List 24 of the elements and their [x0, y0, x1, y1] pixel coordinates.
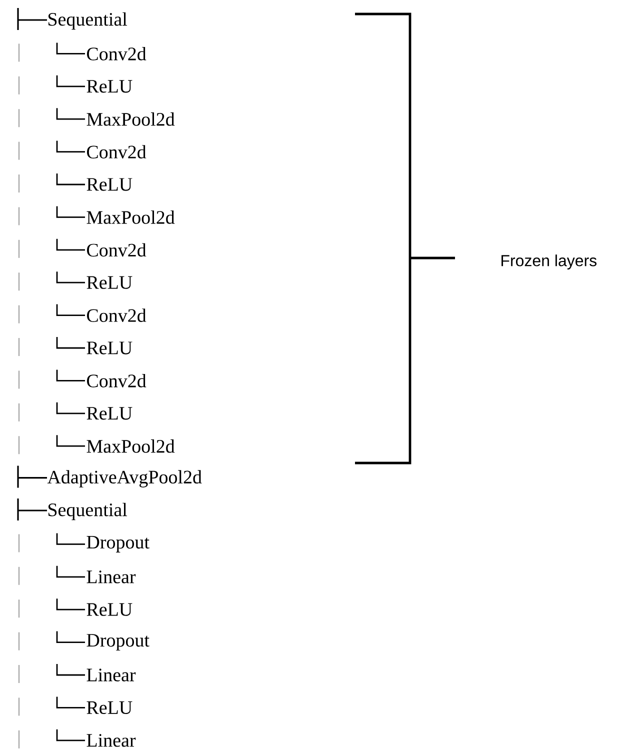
- tree-item: Conv2d: [86, 47, 146, 60]
- tree-item: ReLU: [86, 701, 132, 714]
- tree-item: ReLU: [86, 276, 132, 289]
- tree-item: ReLU: [86, 407, 132, 420]
- tree-item: MaxPool2d: [86, 112, 175, 126]
- tree-item: Conv2d: [86, 145, 146, 158]
- tree-item: Linear: [86, 734, 136, 747]
- tree-item: Conv2d: [86, 308, 146, 322]
- tree-item: ReLU: [86, 178, 132, 191]
- tree-item: Dropout: [86, 536, 150, 552]
- tree-item: Sequential: [48, 12, 128, 30]
- tree-item: AdaptiveAvgPool2d: [47, 470, 202, 488]
- tree-item: MaxPool2d: [86, 439, 175, 453]
- tree-item: ReLU: [86, 80, 132, 93]
- tree-item: ReLU: [86, 603, 132, 616]
- tree-item: Dropout: [86, 634, 150, 651]
- note-text: Frozen layers: [502, 254, 597, 270]
- tree-item: Linear: [86, 570, 136, 584]
- tree-item: Sequential: [48, 502, 128, 520]
- tree-item: MaxPool2d: [86, 210, 175, 224]
- tree-item: Conv2d: [86, 243, 146, 257]
- tree-item: ReLU: [86, 342, 132, 354]
- tree-item: Conv2d: [86, 374, 146, 388]
- tree-item: Linear: [86, 668, 136, 682]
